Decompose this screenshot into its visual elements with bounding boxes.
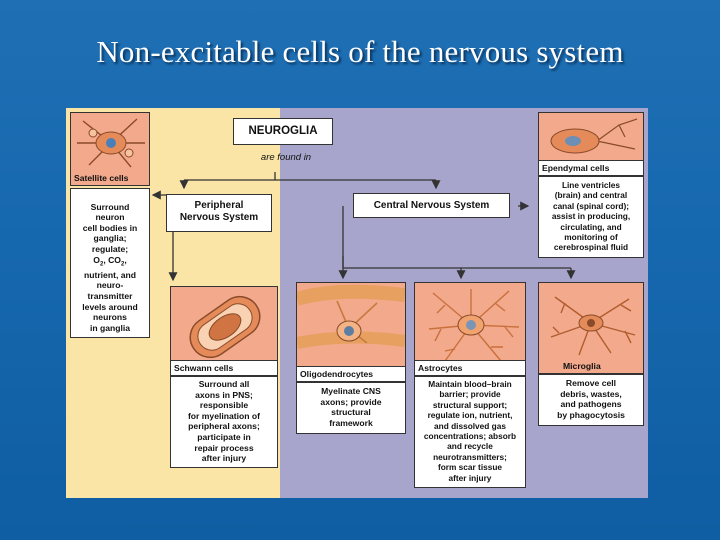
pns-box: Peripheral Nervous System	[166, 194, 272, 232]
microglia-picture: Microglia	[538, 282, 644, 374]
astrocyte-illustration	[428, 289, 520, 362]
microglia-label: Microglia	[563, 361, 601, 371]
ependymal-cells-description: Line ventricles (brain) and central cana…	[538, 176, 644, 258]
oligodendrocytes-label: Oligodendrocytes	[297, 366, 405, 381]
astrocyte-picture: Astrocytes	[414, 282, 526, 376]
satellite-cell-picture: Satellite cells	[70, 112, 150, 186]
microglia-description: Remove cell debris, wastes, and pathogen…	[538, 374, 644, 426]
satellite-cells-description: Surround neuron cell bodies in ganglia; …	[70, 188, 150, 338]
oligodendrocyte-picture: Oligodendrocytes	[296, 282, 406, 382]
ependymal-cells-label: Ependymal cells	[539, 160, 643, 175]
neuroglia-diagram: NEUROGLIA are found in Peripheral Nervou…	[66, 108, 648, 498]
cns-box: Central Nervous System	[353, 193, 510, 218]
ependymal-cell-picture: Ependymal cells	[538, 112, 644, 176]
astrocytes-description: Maintain blood–brain barrier; provide st…	[414, 376, 526, 488]
slide-title: Non-excitable cells of the nervous syste…	[96, 34, 624, 69]
are-found-in-label: are found in	[260, 152, 312, 163]
astrocytes-label: Astrocytes	[415, 360, 525, 375]
connector-lines	[151, 172, 576, 282]
satellite-o2co2: O2, CO2	[93, 254, 125, 268]
schwann-cell-picture: Schwann cells	[170, 286, 278, 376]
schwann-cells-description: Surround all axons in PNS; responsible f…	[170, 376, 278, 468]
cns-label: Central Nervous System	[373, 200, 490, 211]
schwann-cell-illustration	[189, 295, 261, 359]
satellite-cell-illustration	[77, 118, 145, 168]
satellite-desc-part2: , nutrient, and neuro- transmitter level…	[82, 254, 138, 333]
pns-label: Peripheral Nervous System	[179, 200, 259, 223]
oligodendrocyte-illustration	[297, 284, 405, 349]
neuroglia-label: NEUROGLIA	[248, 125, 318, 137]
schwann-cells-label: Schwann cells	[171, 360, 277, 375]
satellite-desc-part1: Surround neuron cell bodies in ganglia; …	[82, 201, 138, 254]
neuroglia-box: NEUROGLIA	[233, 118, 333, 145]
satellite-cells-label: Satellite cells	[74, 173, 129, 183]
oligodendrocytes-description: Myelinate CNS axons; provide structural …	[296, 382, 406, 434]
microglia-illustration	[550, 296, 636, 356]
ependymal-cell-illustration	[550, 118, 638, 154]
